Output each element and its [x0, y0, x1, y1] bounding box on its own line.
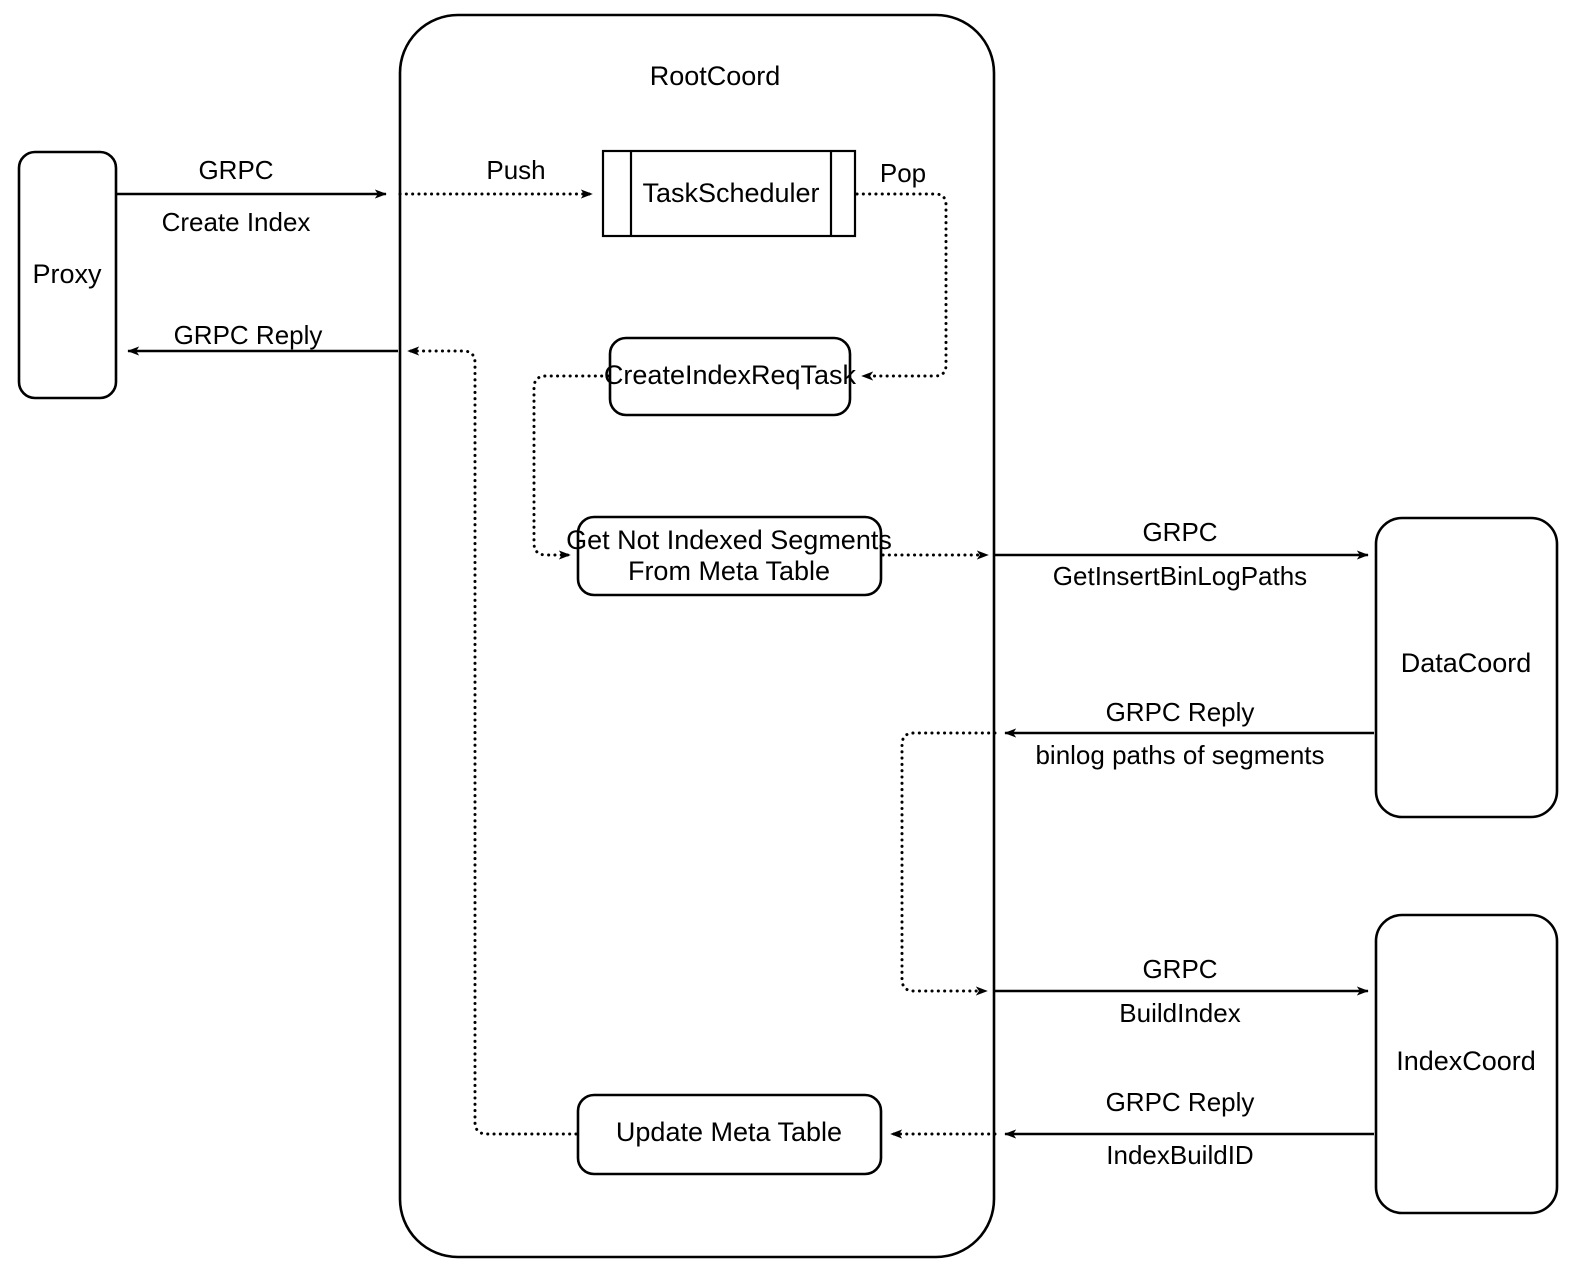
edge-proxy-to-rootcoord-label-top: GRPC	[198, 155, 273, 185]
node-index-coord[interactable]: IndexCoord	[1374, 913, 1559, 1215]
edge-rootcoord-to-datacoord-label-bottom: GetInsertBinLogPaths	[1053, 561, 1307, 591]
edge-rootcoord-to-datacoord: GRPC GetInsertBinLogPaths	[995, 517, 1369, 591]
edge-datacoord-to-rootcoord-label-top: GRPC Reply	[1106, 697, 1255, 727]
edge-rootcoord-to-indexcoord-label-bottom: BuildIndex	[1119, 998, 1240, 1028]
edge-pop-from-scheduler: Pop	[855, 158, 948, 381]
edge-rootcoord-to-indexcoord-label-top: GRPC	[1142, 954, 1217, 984]
edge-indexcoord-to-rootcoord-label-top: GRPC Reply	[1106, 1087, 1255, 1117]
index-coord-label: IndexCoord	[1396, 1046, 1536, 1076]
get-not-indexed-segments-label-line1: Get Not Indexed Segments	[566, 525, 892, 555]
edge-push-label: Push	[486, 155, 545, 185]
node-task-scheduler[interactable]: TaskScheduler	[601, 149, 857, 238]
node-get-not-indexed-segments[interactable]: Get Not Indexed Segments From Meta Table	[566, 515, 892, 597]
update-meta-table-label: Update Meta Table	[616, 1117, 842, 1147]
edge-indexcoord-to-rootcoord-label-bottom: IndexBuildID	[1106, 1140, 1253, 1170]
edge-datacoord-to-rootcoord: GRPC Reply binlog paths of segments	[1004, 697, 1374, 770]
edge-pop-label: Pop	[880, 158, 926, 188]
edge-push-to-scheduler: Push	[398, 155, 594, 199]
edge-rootcoord-to-proxy: GRPC Reply	[127, 320, 398, 356]
edge-proxy-to-rootcoord: GRPC Create Index	[117, 155, 387, 237]
node-data-coord[interactable]: DataCoord	[1374, 516, 1559, 819]
edge-task-to-get-segments	[532, 374, 610, 560]
edge-rootcoord-to-indexcoord: GRPC BuildIndex	[995, 954, 1369, 1028]
create-index-req-task-label: CreateIndexReqTask	[604, 360, 857, 390]
edge-datacoord-to-rootcoord-label-bottom: binlog paths of segments	[1035, 740, 1324, 770]
get-not-indexed-segments-label-line2: From Meta Table	[628, 556, 830, 586]
node-update-meta-table[interactable]: Update Meta Table	[576, 1093, 883, 1176]
rootcoord-container: RootCoord	[398, 13, 996, 1259]
data-coord-label: DataCoord	[1401, 648, 1532, 678]
node-proxy[interactable]: Proxy	[17, 150, 118, 400]
task-scheduler-label: TaskScheduler	[642, 178, 819, 208]
edge-rootcoord-to-datacoord-label-top: GRPC	[1142, 517, 1217, 547]
edge-rootcoord-to-proxy-label-top: GRPC Reply	[174, 320, 323, 350]
node-create-index-req-task[interactable]: CreateIndexReqTask	[604, 336, 857, 417]
edge-proxy-to-rootcoord-label-bottom: Create Index	[162, 207, 311, 237]
edge-indexcoord-to-rootcoord: GRPC Reply IndexBuildID	[1004, 1087, 1374, 1170]
edge-update-meta-table-to-reply	[406, 346, 578, 1136]
proxy-label: Proxy	[32, 259, 102, 289]
rootcoord-label: RootCoord	[650, 61, 781, 91]
